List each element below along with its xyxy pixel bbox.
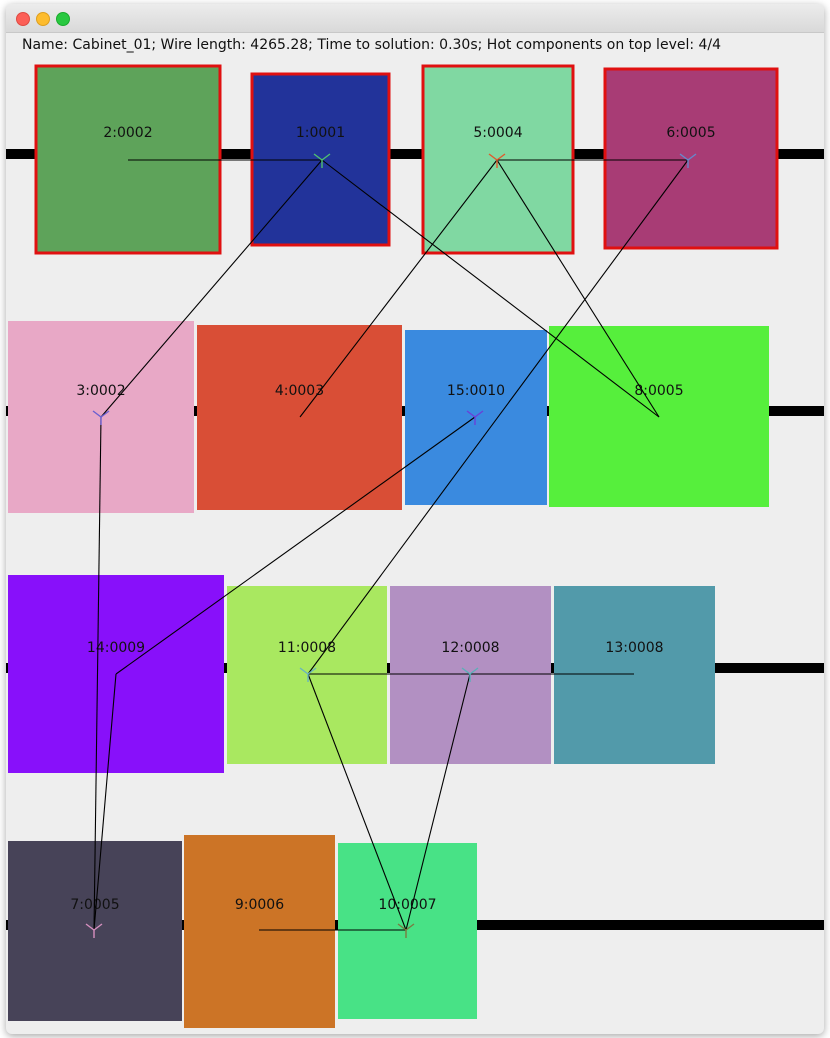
wire-14-0009-to-7-0005: [93, 673, 117, 931]
component-box[interactable]: [227, 586, 387, 764]
component-box[interactable]: [184, 835, 335, 1028]
components-layer: 2:0002 1:0001 5:0004 6:0005 3:0002 4:0003 15:0…: [8, 64, 779, 1028]
component-label: 7:0005: [70, 897, 119, 913]
component-11-0008[interactable]: 11:0008: [227, 586, 387, 764]
component-label: 11:0008: [278, 640, 336, 656]
wire-5-0004-to-4-0003: [299, 159, 498, 418]
port-marker-15-0010: [466, 410, 484, 425]
minimize-window-button[interactable]: [36, 12, 50, 26]
component-label: 2:0002: [103, 125, 152, 141]
component-15-0010[interactable]: 15:0010: [405, 330, 547, 505]
port-marker-5-0004: [488, 153, 506, 168]
maximize-window-button[interactable]: [56, 12, 70, 26]
component-box[interactable]: [338, 843, 477, 1019]
title-bar[interactable]: [6, 4, 824, 33]
rail-1: [6, 149, 824, 159]
wire-1-0001-to-8-0005: [321, 159, 660, 418]
component-label: 14:0009: [87, 640, 145, 656]
port-marker-6-0005: [679, 153, 697, 168]
component-label: 5:0004: [473, 125, 522, 141]
component-label: 9:0006: [235, 897, 284, 913]
component-box[interactable]: [405, 330, 547, 505]
wire-6-0005-to-11-0008: [307, 159, 689, 675]
component-4-0003[interactable]: 4:0003: [197, 325, 402, 510]
component-10-0007[interactable]: 10:0007: [338, 843, 477, 1019]
close-window-button[interactable]: [16, 12, 30, 26]
wires-layer: [85, 153, 697, 938]
component-label: 3:0002: [76, 383, 125, 399]
wire-11-0008-to-10-0007: [307, 673, 407, 931]
wire-15-0010-to-14-0009: [115, 416, 476, 675]
component-label: 12:0008: [441, 640, 499, 656]
wire-1-0001-to-3-0002: [100, 159, 323, 418]
port-marker-7-0005: [85, 923, 103, 938]
component-label: 10:0007: [378, 897, 436, 913]
status-line: Name: Cabinet_01; Wire length: 4265.28; …: [22, 37, 722, 53]
port-marker-12-0008: [461, 667, 479, 682]
port-marker-3-0002: [92, 410, 110, 425]
wire-12-0008-to-10-0007: [405, 673, 471, 931]
component-label: 4:0003: [275, 383, 324, 399]
port-marker-10-0007: [397, 923, 415, 938]
component-label: 8:0005: [634, 383, 683, 399]
component-box[interactable]: [197, 325, 402, 510]
port-marker-11-0008: [299, 667, 317, 682]
component-box[interactable]: [554, 586, 715, 764]
component-label: 1:0001: [296, 125, 345, 141]
component-13-0008[interactable]: 13:0008: [554, 586, 715, 764]
component-label: 15:0010: [447, 383, 505, 399]
wire-5-0004-to-8-0005: [496, 159, 660, 418]
port-marker-1-0001: [313, 153, 331, 168]
component-label: 13:0008: [605, 640, 663, 656]
wire-3-0002-to-7-0005: [93, 416, 102, 931]
component-9-0006[interactable]: 9:0006: [184, 835, 335, 1028]
component-label: 6:0005: [666, 125, 715, 141]
